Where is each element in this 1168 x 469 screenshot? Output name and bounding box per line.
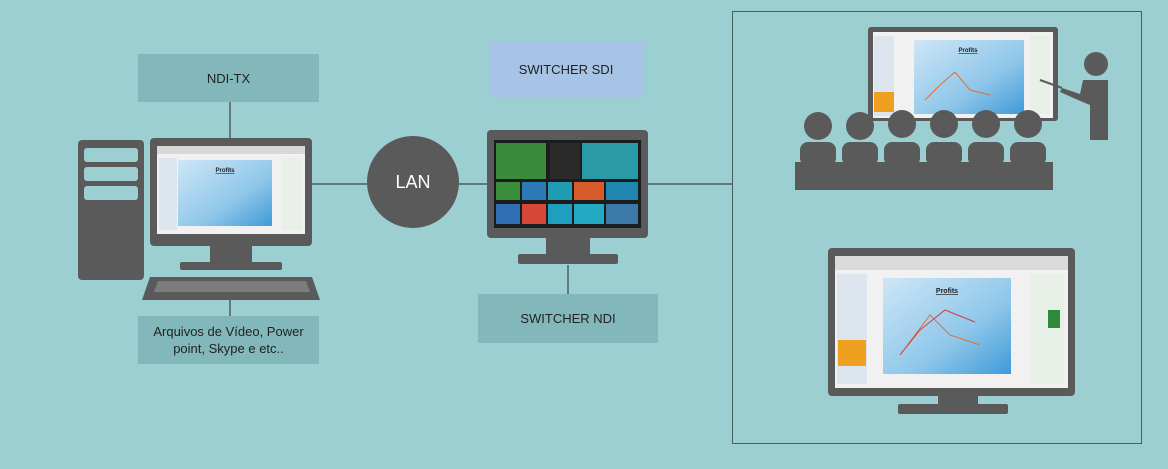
switcher-sdi-text: SWITCHER SDI xyxy=(518,62,614,77)
ndi-tx-label: NDI-TX xyxy=(138,54,319,102)
classroom-frame xyxy=(732,11,1142,444)
projection-slide-title: Profits xyxy=(958,48,978,54)
switcher-ndi-text: SWITCHER NDI xyxy=(520,311,616,326)
keyboard-icon xyxy=(142,277,320,300)
tower-pc-icon xyxy=(78,140,144,280)
ndi-tx-text: NDI-TX xyxy=(206,70,251,86)
files-label: Arquivos de Vídeo, Power point, Skype e … xyxy=(138,316,319,364)
display-monitor-icon: Profits xyxy=(828,248,1075,414)
files-text: Arquivos de Vídeo, Power point, Skype e … xyxy=(153,324,304,356)
lan-text: LAN xyxy=(395,171,431,192)
projection-screen-icon: Profits xyxy=(868,27,1058,121)
display-slide-title: Profits xyxy=(936,288,958,295)
lan-node: LAN xyxy=(367,136,459,228)
connection-lines xyxy=(229,102,732,316)
pc-monitor-icon: Profits xyxy=(150,138,312,270)
switcher-monitor-icon xyxy=(487,130,648,264)
presenter-icon xyxy=(1039,52,1108,140)
pc-slide-title: Profits xyxy=(215,168,235,174)
switcher-ndi-label: SWITCHER NDI xyxy=(478,294,658,343)
switcher-sdi-label: SWITCHER SDI xyxy=(489,41,643,98)
audience-icon xyxy=(795,110,1053,190)
